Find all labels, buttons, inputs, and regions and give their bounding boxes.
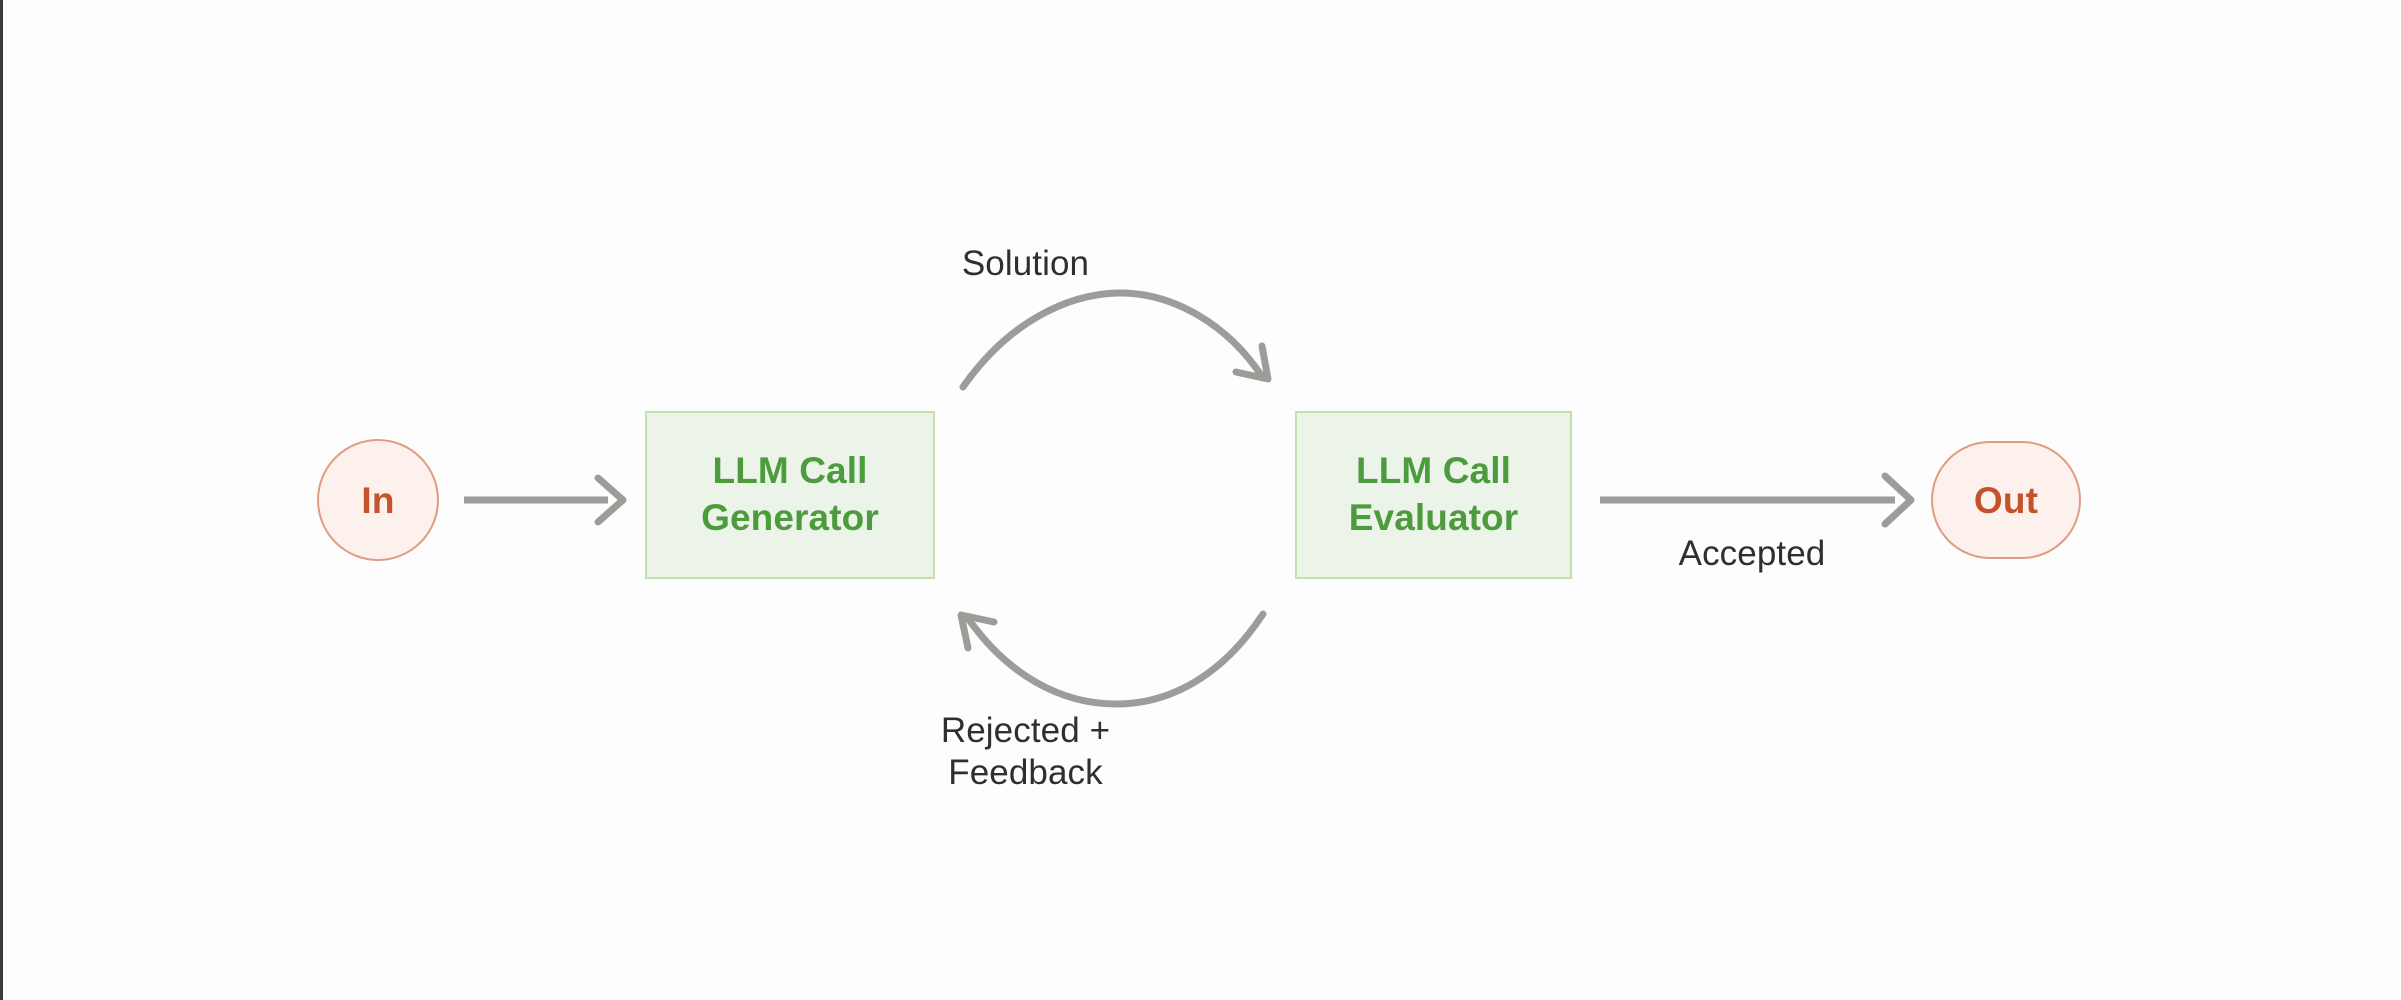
edge-evaluator-to-generator	[957, 610, 1267, 708]
node-generator-label-line1: LLM Call	[712, 450, 868, 492]
node-out[interactable]: Out	[1931, 441, 2081, 559]
edge-label-rejected-line1: Rejected +	[940, 711, 1111, 750]
node-in-label: In	[361, 479, 395, 521]
node-llm-call-evaluator[interactable]: LLM Call Evaluator	[1295, 411, 1572, 579]
edge-label-solution: Solution	[0, 243, 2226, 285]
edge-label-accepted-text: Accepted	[1678, 534, 1826, 573]
node-evaluator-label-line1: LLM Call	[1356, 450, 1511, 492]
edge-label-solution-text: Solution	[961, 244, 1090, 283]
edge-label-accepted: Accepted	[1612, 533, 1892, 575]
edge-label-rejected-line2: Feedback	[948, 753, 1103, 792]
edge-generator-to-evaluator	[959, 289, 1272, 391]
node-evaluator-label-line2: Evaluator	[1348, 497, 1519, 538]
node-generator-label-line2: Generator	[701, 497, 879, 538]
edge-evaluator-to-out	[1600, 472, 1915, 528]
node-in[interactable]: In	[317, 439, 439, 561]
node-llm-call-generator[interactable]: LLM Call Generator	[645, 411, 935, 579]
node-out-label: Out	[1973, 479, 2039, 521]
edge-in-to-generator	[464, 474, 627, 526]
edge-label-rejected-feedback: Rejected + Feedback	[0, 710, 2226, 794]
left-edge-rule	[0, 0, 3, 1000]
